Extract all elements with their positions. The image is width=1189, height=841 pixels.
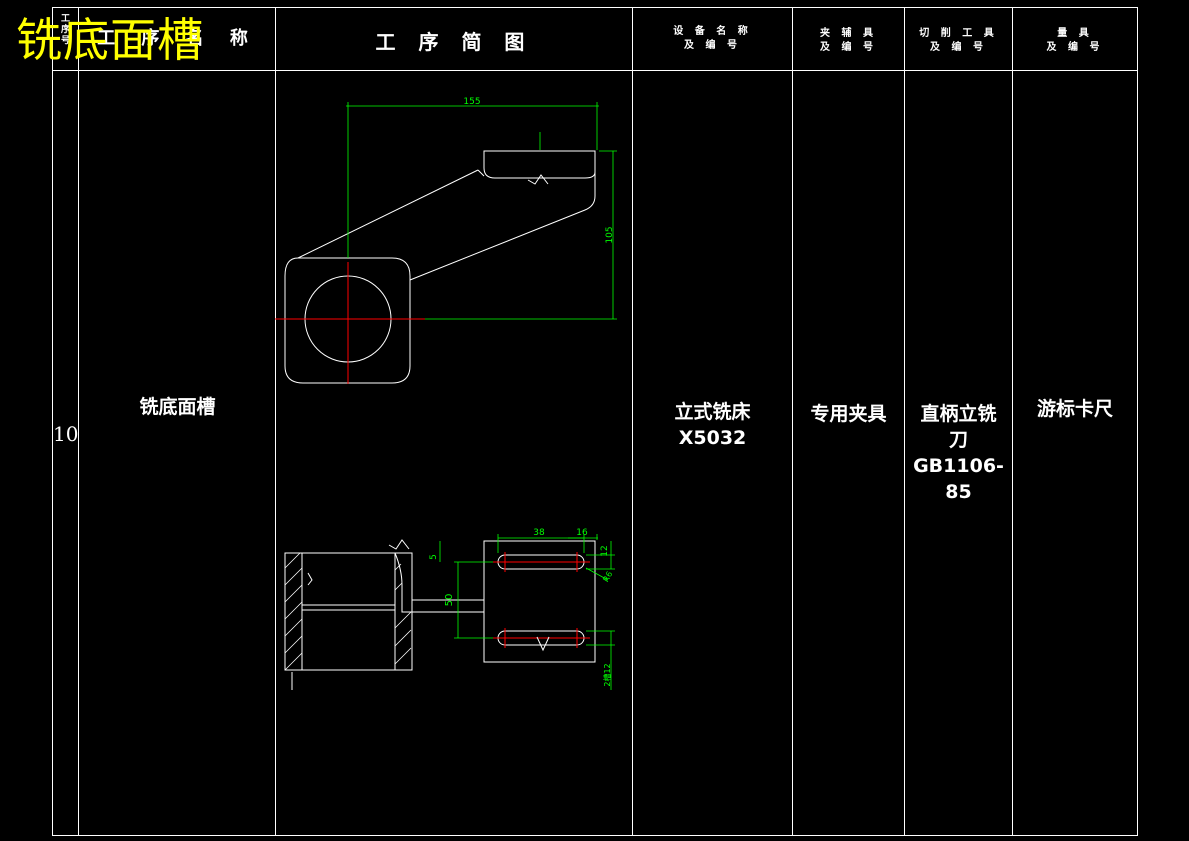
slot-dimensions <box>439 534 615 690</box>
dim-slot-length: 38 <box>533 528 545 538</box>
dim-center-distance: 50 <box>444 594 455 607</box>
top-dimensions <box>346 102 617 320</box>
row-step-no: 10 <box>53 422 79 446</box>
dim-top-height: 105 <box>605 226 615 243</box>
boss-outline <box>284 257 411 384</box>
dim-offset: 5 <box>429 554 439 560</box>
row-equipment: 立式铣床 X5032 <box>674 401 751 449</box>
row-gauge: 游标卡尺 <box>1036 398 1113 420</box>
top-centerlines <box>275 262 425 384</box>
row-step-name: 铣底面槽 <box>139 396 216 418</box>
dim-slot-width: 12 <box>600 545 610 556</box>
page-title: 铣底面槽 <box>16 13 204 67</box>
dim-bottom: 2槽12 <box>602 663 612 686</box>
header-equipment: 设 备 名 称 及 编 号 <box>673 26 752 51</box>
dim-slot-end: 16 <box>576 528 588 538</box>
roughness-symbols <box>291 539 550 690</box>
header-cutting-tool: 切 削 工 具 及 编 号 <box>919 28 998 53</box>
arm-upper-edge <box>297 169 479 259</box>
slot-view <box>483 540 596 663</box>
roughness-symbol-top <box>527 174 549 185</box>
dim-radius: R6 <box>601 570 614 584</box>
header-fixture: 夹 辅 具 及 编 号 <box>820 28 877 53</box>
row-cutting-tool: 直柄立铣 刀 GB1106-85 <box>913 403 1004 503</box>
header-sketch: 工 序 简 图 <box>375 30 533 54</box>
header-step-no: 工 序 号 <box>60 14 70 46</box>
section-hatching <box>284 552 412 671</box>
header-gauge: 量 具 及 编 号 <box>1046 28 1104 53</box>
arm-lower-edge <box>409 172 596 281</box>
section-view <box>284 552 484 671</box>
header-step-name: 工 序 名 称 <box>97 28 258 49</box>
dim-top-width: 155 <box>463 97 480 107</box>
pad-outline <box>483 150 596 179</box>
slot-centerlines <box>493 552 590 648</box>
top-view <box>284 150 596 384</box>
row-fixture: 专用夹具 <box>810 403 887 425</box>
